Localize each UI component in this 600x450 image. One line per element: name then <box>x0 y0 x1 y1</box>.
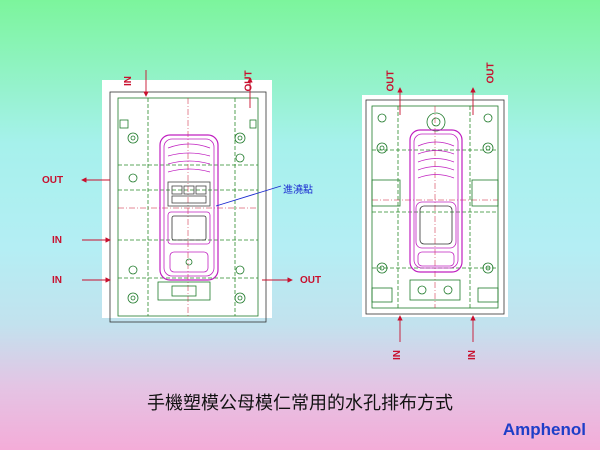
label-out-right: OUT <box>300 275 322 286</box>
label-out-left: OUT <box>42 175 64 186</box>
label-out-top: OUT <box>243 70 255 92</box>
brand-logo: Amphenol <box>502 420 586 439</box>
left-flow-arrows <box>81 70 293 283</box>
gate-label: 進澆點 <box>283 185 313 196</box>
caption: 手機塑模公母模仁常用的水孔排布方式 <box>147 393 453 414</box>
right-mold-drawing <box>365 99 505 315</box>
label-in-left-2: IN <box>52 275 62 286</box>
label-in-bottom-2: IN <box>467 350 478 360</box>
label-in-left-1: IN <box>52 235 62 246</box>
label-out-top-2: OUT <box>485 62 497 84</box>
label-out-top-1: OUT <box>385 70 397 92</box>
right-flow-arrows <box>397 87 476 342</box>
label-in-bottom-1: IN <box>392 350 403 360</box>
left-mold-drawing <box>109 91 282 323</box>
label-in-top: IN <box>123 76 134 86</box>
